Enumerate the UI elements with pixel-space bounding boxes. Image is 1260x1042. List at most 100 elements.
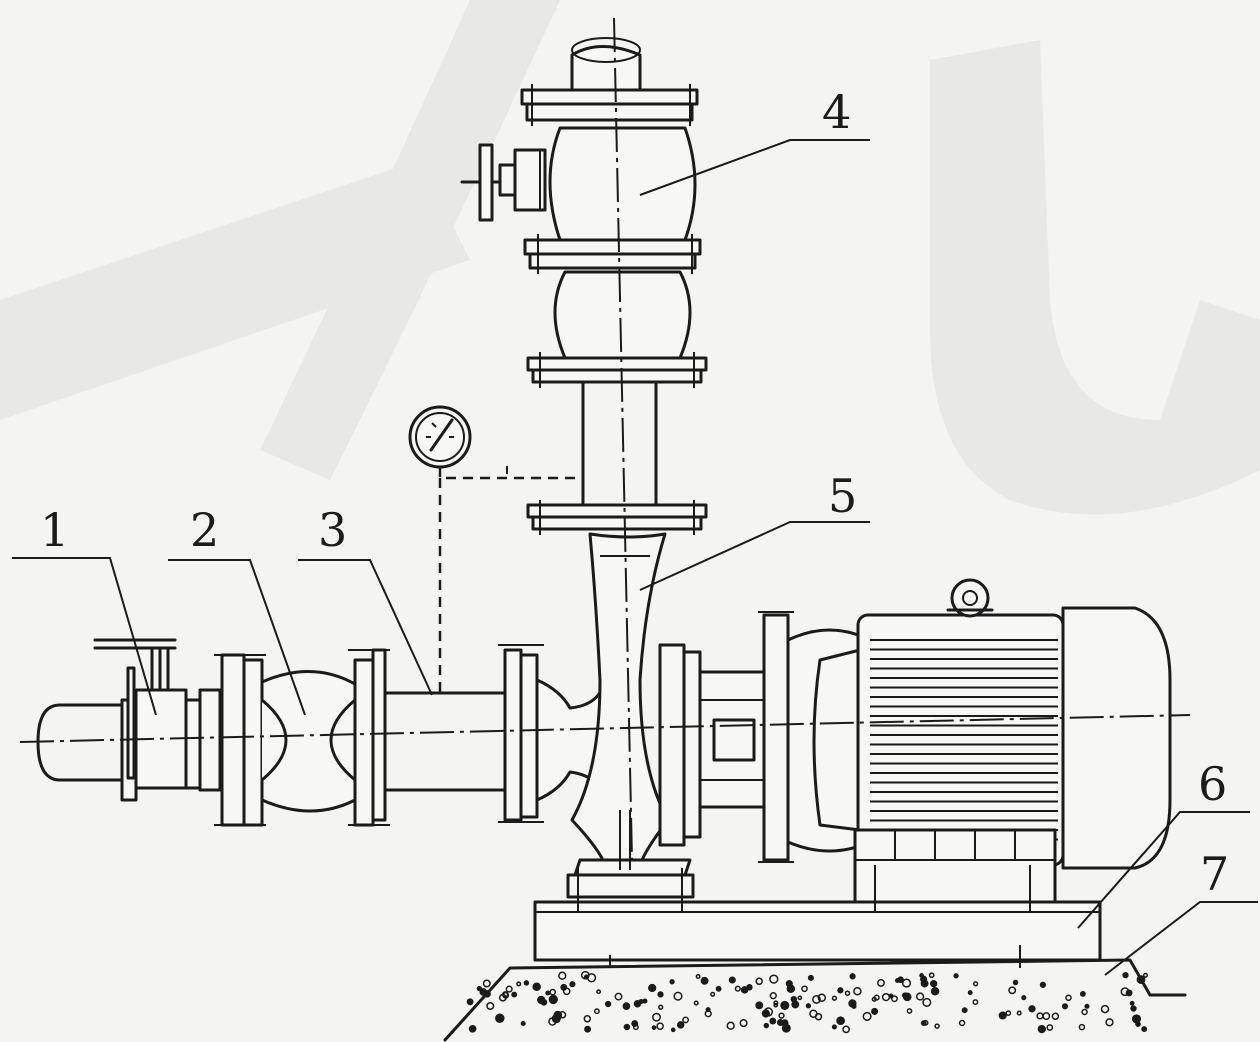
suction-flange-1 [198,653,266,827]
gravel-stone [669,979,675,985]
gravel-stone [831,1024,837,1030]
gravel-stone [537,995,546,1005]
gravel-stone [523,980,530,986]
label-3: 3 [318,503,347,557]
gravel-stone [558,971,567,980]
gravel-stone [693,1000,699,1006]
gravel-stone [1135,1021,1141,1027]
gravel-stone [958,1019,966,1027]
gravel-stone [776,1019,784,1026]
gravel-stone [1078,1023,1086,1031]
gravel-stone [1079,990,1086,997]
gravel-stone [1100,1004,1110,1014]
gravel-stone [773,1000,779,1006]
gravel-stone [642,998,648,1004]
gravel-stone [1141,1026,1148,1033]
gravel-stone [622,1002,631,1010]
gravel-stone [1046,1024,1054,1031]
gravel-stone [502,991,509,998]
gravel-stone [623,1023,631,1031]
gravel-stone [763,1022,770,1029]
gravel-stone [953,973,959,979]
gravel-stone [780,1000,790,1010]
label-6: 6 [1198,757,1227,811]
label-1: 1 [40,503,69,557]
gravel-stone [769,1017,777,1025]
gravel-stone [1130,1005,1137,1012]
gravel-stone [930,987,940,996]
gravel-stone [915,992,925,1001]
gravel-stone [682,1016,690,1024]
gravel-stone [482,979,491,988]
gravel-stone [651,1025,657,1030]
gravel-stone [658,1004,664,1010]
gravel-stone [836,1016,845,1026]
flexible-connector [260,670,357,813]
gravel-stone [761,1009,771,1018]
suction-pipe-section [383,691,507,792]
gravel-stone [871,1007,879,1015]
gravel-stone [695,974,701,979]
gravel-stone [614,992,623,1001]
gravel-stone [1081,1008,1088,1016]
gravel-stone [837,987,844,994]
gravel-stone [1021,995,1027,1001]
gravel-stone [1042,1012,1051,1021]
gravel-stone [778,1012,785,1019]
gravel-stone [853,986,862,996]
gravel-stone [1039,981,1047,988]
gravel-stone [1105,1018,1114,1027]
gravel-stone [740,986,749,994]
gravel-stone [930,980,938,988]
gravel-stone [1142,972,1149,978]
watermark [0,0,1260,515]
label-2: 2 [190,503,219,557]
gravel-stone [877,978,885,987]
gravel-stone [593,1008,600,1015]
gravel-stone [596,989,602,995]
gravel-stone [817,993,827,1002]
gravel-stone [486,1001,495,1011]
gravel-stone [934,1023,940,1029]
gravel-stone [920,1020,927,1026]
gravel-stone [548,994,558,1005]
gravel-stone [700,976,709,985]
discharge-gate-valve [460,37,699,242]
gauge-connection-lines [438,466,583,693]
gravel-stone [1065,994,1072,1002]
gravel-stone [797,995,803,1001]
pressure-gauge-icon [408,405,472,469]
gravel-stone [532,982,541,991]
gravel-foundation [443,958,1187,1042]
valve-handwheel-icon [460,143,547,222]
label-5: 5 [828,469,857,523]
gravel-stone [919,973,924,978]
gravel-stone [848,999,857,1008]
gravel-stone [871,996,877,1002]
gravel-stone [755,977,763,986]
gravel-stone [549,988,557,996]
gravel-stone [520,1020,526,1027]
pump-casing [566,532,695,912]
gravel-stone [468,1024,477,1033]
label-7: 7 [1200,847,1229,901]
gravel-stone [831,995,838,1001]
gravel-stone [891,995,898,1003]
gravel-stone [466,998,474,1006]
gravel-stone [922,997,932,1007]
callout-labels: 1 2 3 4 5 6 7 [40,85,1229,901]
discharge-connector [523,234,702,360]
gravel-stone [648,983,657,993]
center-lines [19,17,1191,861]
gravel-stone [483,990,491,998]
gravel-stone [1036,1012,1044,1020]
gravel-stone [545,990,551,996]
gravel-stone [1084,1003,1090,1009]
gravel-stone [1012,979,1019,986]
gravel-stone [657,991,664,998]
gravel-stone [1122,971,1129,979]
gravel-stone [670,1027,676,1033]
gravel-stone [652,1012,661,1022]
gravel-stone [928,972,935,979]
discharge-pipe [526,352,708,535]
